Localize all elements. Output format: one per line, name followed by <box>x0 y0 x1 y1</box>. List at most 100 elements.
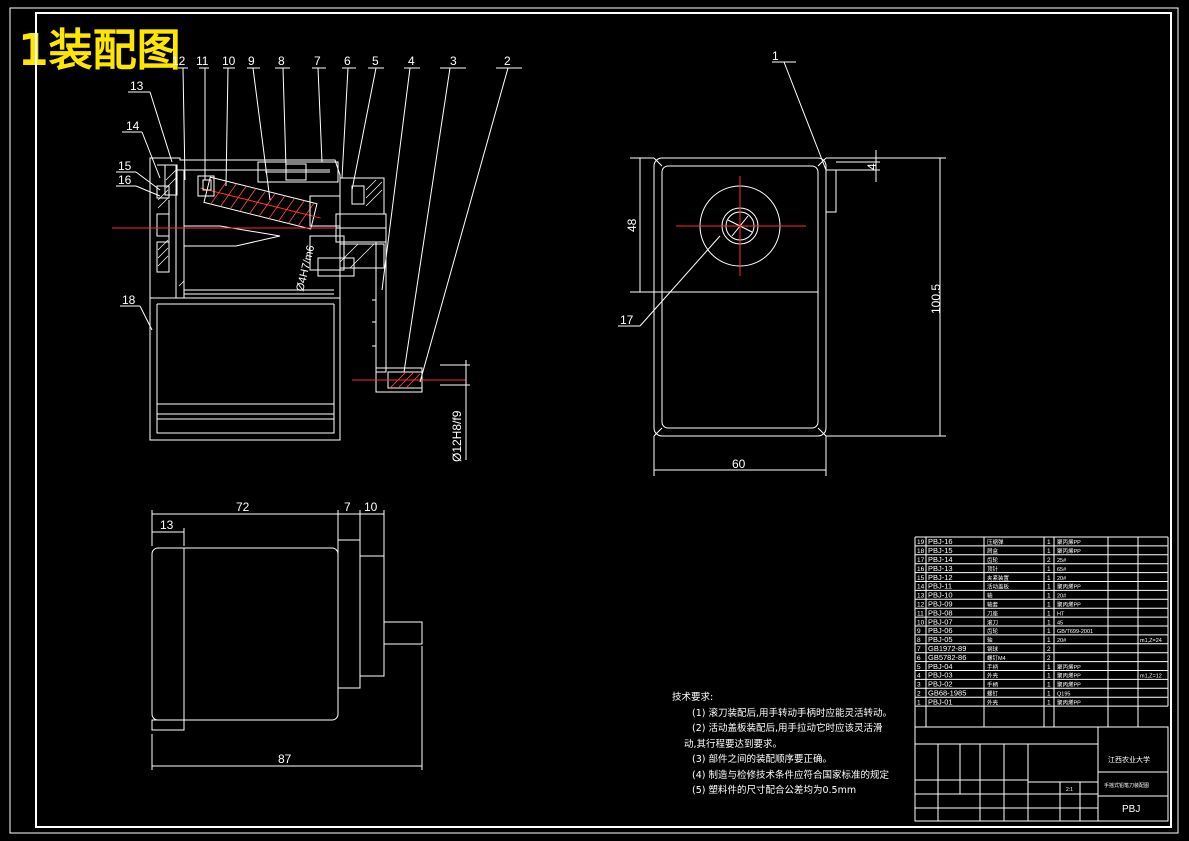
bom-row-name: 压缩弹 <box>987 538 1004 546</box>
bom-row-name: 滚刀 <box>987 618 998 626</box>
bom-row-code: PBJ-06 <box>928 626 953 635</box>
bom-row-material: 聚丙烯PP <box>1057 583 1081 591</box>
bom-row-material: 聚丙烯PP <box>1057 601 1081 609</box>
bom-row-qty: 1 <box>1047 691 1051 698</box>
callout-2: 2 <box>504 54 511 68</box>
bom-row-code: PBJ-14 <box>928 555 953 564</box>
bom-row-material: 45 <box>1057 620 1063 626</box>
bom-row-code: PBJ-05 <box>928 635 953 644</box>
bom-remark-2: m1,Z=12 <box>1140 674 1162 680</box>
bom-row-qty: 1 <box>1047 575 1051 582</box>
inner-frame <box>35 12 1172 828</box>
title-block <box>914 726 1169 822</box>
bom-row-no: 19 <box>917 539 925 546</box>
bom-row-name: 活动盖板 <box>987 583 1010 591</box>
bom-row-code: PBJ-02 <box>928 680 953 689</box>
bom-row-qty: 1 <box>1047 539 1051 546</box>
note-2-cont: 动,其行程要达到要求。 <box>684 738 783 750</box>
bom-row-qty: 1 <box>1047 566 1051 573</box>
bom-row-code: PBJ-07 <box>928 617 953 626</box>
bom-row-no: 4 <box>917 673 921 680</box>
drawing-name: 手摇式铅笔刀装配图 <box>1104 782 1149 789</box>
callout-18: 18 <box>122 293 136 307</box>
bom-row-no: 17 <box>917 557 925 564</box>
bom-row-code: GB5782-86 <box>928 653 966 662</box>
bom-row-qty: 1 <box>1047 584 1051 591</box>
bom-row-name: 手柄 <box>987 663 999 671</box>
bom-row-code: GB68-1985 <box>928 689 966 698</box>
bom-row-code: PBJ-13 <box>928 564 953 573</box>
bom-row-material: 聚丙烯PP <box>1057 547 1081 555</box>
bom-row-qty: 1 <box>1047 699 1051 706</box>
bom-row-qty: 1 <box>1047 673 1051 680</box>
bom-row-no: 6 <box>917 655 921 662</box>
bom-remark-1: m1,Z=24 <box>1140 638 1162 644</box>
callout-numbers: 12 11 10 9 8 7 6 5 4 3 2 13 14 15 16 18 <box>118 54 511 307</box>
bom-row-code: PBJ-15 <box>928 546 953 555</box>
bom-row-name: 齿轮 <box>987 627 999 635</box>
callout-13: 13 <box>130 79 144 93</box>
bom-row-material: GB/T699-2001 <box>1057 629 1093 635</box>
technical-requirements: 技术要求: (1) 滚刀装配后,用手转动手柄时应能灵活转动。 (2) 活动盖板装… <box>672 690 892 799</box>
callout-4: 4 <box>408 54 415 68</box>
bom-row-name: 钢球 <box>987 645 999 653</box>
bom-row-no: 9 <box>917 628 921 635</box>
callout-leaders <box>116 67 522 383</box>
callout-11: 11 <box>196 54 209 68</box>
bom-row-material: 20# <box>1057 638 1067 644</box>
bom-row-no: 1 <box>917 699 921 706</box>
dim-100-5: 100.5 <box>929 284 943 314</box>
bom-row-no: 7 <box>917 646 921 653</box>
fit-dim: Ø12H8/f9 <box>450 410 464 462</box>
bom-row-no: 18 <box>917 548 925 555</box>
callout-3: 3 <box>450 54 457 68</box>
bom-row-material: HT <box>1057 611 1065 617</box>
callout-16: 16 <box>118 173 132 187</box>
bom-row-name: 螺钉M4 <box>987 654 1006 662</box>
bom-row-no: 10 <box>917 619 925 626</box>
bom-row-no: 12 <box>917 602 925 609</box>
outer-frame <box>9 7 1179 834</box>
bom-row-qty: 2 <box>1047 646 1051 653</box>
dim-48: 48 <box>625 218 639 232</box>
note-1: (1) 滚刀装配后,用手转动手柄时应能灵活转动。 <box>692 707 892 719</box>
bom-row-name: 螺钉 <box>987 690 999 698</box>
bom-row-name: 外壳 <box>987 672 999 680</box>
bom-row-code: PBJ-12 <box>928 573 953 582</box>
bom-row-code: PBJ-11 <box>928 582 952 591</box>
bom-row-name: 外壳 <box>987 698 999 706</box>
callout-10: 10 <box>222 54 236 68</box>
dim-4: 4 <box>865 163 879 170</box>
dim-13: 13 <box>160 518 174 532</box>
bom-row-material: 25# <box>1057 558 1067 564</box>
note-3: (3) 部件之间的装配顺序要正确。 <box>692 754 832 765</box>
bom-row-name: 夹紧装置 <box>987 574 1010 582</box>
bom-row-qty: 1 <box>1047 637 1051 644</box>
bom-row-code: PBJ-01 <box>928 697 953 706</box>
callout-9: 9 <box>248 54 255 68</box>
bom-row-no: 2 <box>917 691 921 698</box>
note-2: (2) 活动盖板装配后,用手拉动它时应该灵活滑 <box>692 723 883 734</box>
bom-row-qty: 1 <box>1047 682 1051 689</box>
dim-60: 60 <box>732 457 746 471</box>
bom-row-qty: 1 <box>1047 548 1051 555</box>
dim-72: 72 <box>236 500 250 514</box>
section-view <box>112 157 470 460</box>
bom-row-qty: 1 <box>1047 593 1051 600</box>
bom-row-material: 聚丙烯PP <box>1057 538 1081 546</box>
drawing-title: 1装配图 <box>18 25 181 76</box>
bom-row-qty: 2 <box>1047 557 1051 564</box>
bom-row-name: 手柄 <box>987 681 999 689</box>
bom-row-material: 聚丙烯PP <box>1057 681 1081 689</box>
side-view <box>151 510 423 770</box>
bom-row-no: 16 <box>917 566 925 573</box>
bom-row-code: PBJ-10 <box>928 591 953 600</box>
bom-row-no: 13 <box>917 593 925 600</box>
dim-87: 87 <box>278 752 292 766</box>
callout-14: 14 <box>126 119 140 133</box>
bom-row-code: PBJ-08 <box>928 608 953 617</box>
bom-row-no: 5 <box>917 664 921 671</box>
bom-row-code: PBJ-09 <box>928 600 953 609</box>
